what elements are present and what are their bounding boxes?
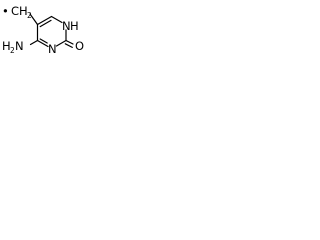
radical-dot-label: • [2,4,9,18]
bond-c5-c6-inner [39,19,52,28]
ring-nh-n-label: N [62,19,71,33]
bond-c5-c6 [36,15,53,26]
methylene-c-label: C [11,4,19,18]
amino-h-count: 2 [10,46,15,55]
bond-c2-n3 [55,39,67,47]
ring-nh-h-label: H [70,19,79,33]
oxygen-label: O [75,39,84,53]
ring-n-label: N [48,42,57,56]
bond-c4-amino [29,39,39,46]
molecule-diagram: • C H 2 N H H 2 N N O [2,4,84,56]
bond-c6-n1 [50,15,63,24]
bond-n3-c4 [36,39,49,48]
methylene-h-count: 2 [27,11,32,20]
bond-methylene-c5 [29,13,39,26]
bond-n3-c4-inner [39,38,48,44]
structure-canvas: • C H 2 N H H 2 N N O [0,0,103,60]
methylene-h-label: H [19,4,28,18]
bond-c2-o [65,39,74,45]
amino-h-label: H [2,39,11,53]
amino-n-label: N [15,39,24,53]
bond-c2-o-second [64,43,73,49]
